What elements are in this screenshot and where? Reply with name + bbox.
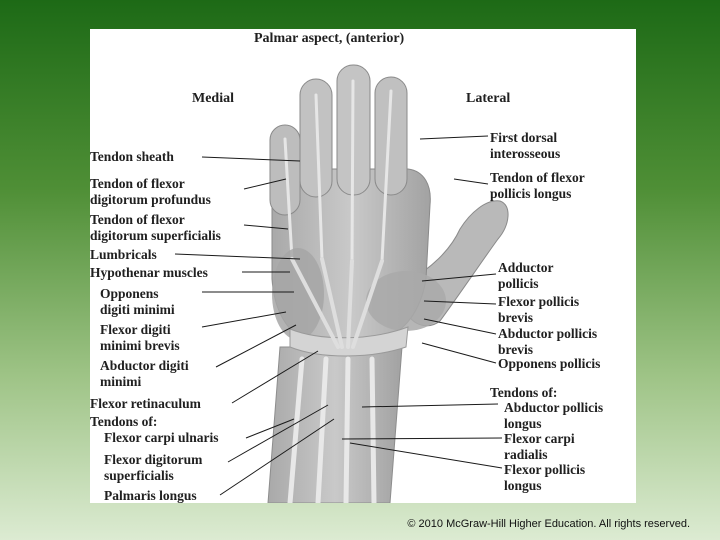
label-apl-line1: Abductor pollicis [504,400,604,415]
label-tendons-of-left: Tendons of: [90,414,158,429]
label-opponens-dm-line2: digiti minimi [100,302,175,317]
label-fds-line1: Tendon of flexor [90,212,185,227]
copyright-notice: © 2010 McGraw-Hill Higher Education. All… [407,518,690,530]
label-fds-tendon-line1: Flexor digitorum [104,452,203,467]
label-adm-line1: Abductor digiti [100,358,189,373]
label-fcr-line1: Flexor carpi [504,431,575,446]
label-adductor-line2: pollicis [498,276,539,291]
forearm-tendons [287,356,377,503]
label-fplt-line1: Flexor pollicis [504,462,586,477]
label-fcr-line2: radialis [504,447,548,462]
lateral-label: Lateral [466,91,511,106]
label-lumbricals: Lumbricals [90,247,157,262]
medial-label: Medial [192,91,234,106]
figure-panel: Palmar aspect, (anterior) Medial Lateral… [90,29,636,503]
label-fpb-line1: Flexor pollicis [498,294,580,309]
label-adductor-line1: Adductor [498,260,554,275]
label-first-dorsal-line2: interosseous [490,146,561,161]
label-apb-line1: Abductor pollicis [498,326,598,341]
figure-title: Palmar aspect, (anterior) [254,31,405,46]
label-fds-line2: digitorum superficialis [90,228,221,243]
label-apl-line2: longus [504,416,542,431]
ring-finger [299,78,333,198]
finger-tendons [283,79,393,263]
label-adm-line2: minimi [100,374,142,389]
label-opponens-pollicis: Opponens pollicis [498,356,601,371]
label-opponens-dm-line1: Opponens [100,286,159,301]
label-fpl-line1: Tendon of flexor [490,170,585,185]
leader-lines [174,135,503,496]
hand-illustration [174,64,509,503]
thenar-eminence [366,271,446,331]
label-fpl-line2: pollicis longus [490,186,572,201]
label-apb-line2: brevis [498,342,534,357]
palmar-tendons [290,257,384,349]
label-fds-tendon-line2: superficialis [104,468,174,483]
label-fdmb-line2: minimi brevis [100,338,180,353]
label-fplt-line2: longus [504,478,542,493]
label-first-dorsal-line1: First dorsal [490,130,558,145]
label-hypothenar: Hypothenar muscles [90,265,208,280]
label-fpb-line2: brevis [498,310,534,325]
label-fcu: Flexor carpi ulnaris [104,430,219,445]
index-finger [374,76,408,196]
label-fdp-line1: Tendon of flexor [90,176,185,191]
label-fdmb-line1: Flexor digiti [100,322,171,337]
forearm-shape [267,346,403,503]
label-flexor-retinaculum: Flexor retinaculum [90,396,201,411]
label-tendons-of-right: Tendons of: [490,385,558,400]
label-tendon-sheath: Tendon sheath [90,149,174,164]
hypothenar-eminence [272,248,324,340]
label-palmaris-longus: Palmaris longus [104,488,197,503]
label-fdp-line2: digitorum profundus [90,192,211,207]
